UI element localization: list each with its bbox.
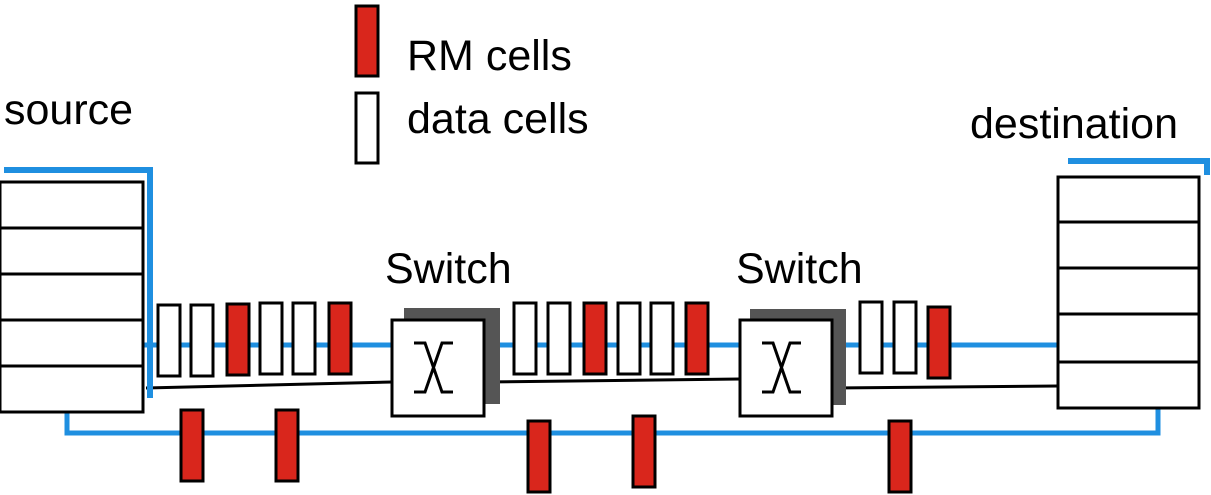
rm-cell xyxy=(327,301,353,376)
switch-1 xyxy=(390,308,500,418)
rm-cell xyxy=(526,419,552,494)
rm-cell xyxy=(225,302,251,377)
switch-2 xyxy=(738,309,846,418)
legend-rm-label: RM cells xyxy=(407,32,572,80)
switch-1-label: Switch xyxy=(385,245,512,293)
data-cell xyxy=(858,300,884,375)
data-cell xyxy=(291,301,317,376)
data-cell xyxy=(512,301,538,376)
switch-2-label: Switch xyxy=(736,245,863,293)
backward-rm-cells xyxy=(179,408,913,494)
legend-data-label: data cells xyxy=(407,95,589,143)
data-cell xyxy=(649,301,675,376)
cell-queue-2 xyxy=(512,301,710,376)
legend-rm-swatch xyxy=(354,4,380,78)
cell-queue-3 xyxy=(858,300,952,380)
data-cell xyxy=(616,301,642,376)
switch-fabric-icon xyxy=(414,341,453,394)
link-switch1-switch2 xyxy=(483,377,741,384)
rm-cell xyxy=(179,408,205,483)
rm-cell xyxy=(582,301,608,376)
data-cell xyxy=(156,303,182,378)
rm-cell xyxy=(926,305,952,380)
destination-host xyxy=(1056,158,1210,410)
cell-queue-1 xyxy=(156,301,353,378)
data-cell xyxy=(258,301,284,376)
rm-cell xyxy=(887,419,913,494)
legend-data-swatch xyxy=(354,91,380,165)
link-source-switch1 xyxy=(145,380,393,390)
source-label: source xyxy=(4,86,134,134)
data-cell xyxy=(546,301,572,376)
data-cell xyxy=(892,300,918,375)
rm-cell xyxy=(631,414,657,489)
source-host xyxy=(0,167,153,414)
link-switch2-destination xyxy=(832,384,1059,390)
switch-fabric-icon xyxy=(762,341,801,394)
destination-label: destination xyxy=(970,100,1178,148)
rm-cell xyxy=(684,301,710,376)
rm-cell xyxy=(274,408,300,483)
data-cell xyxy=(189,303,215,378)
